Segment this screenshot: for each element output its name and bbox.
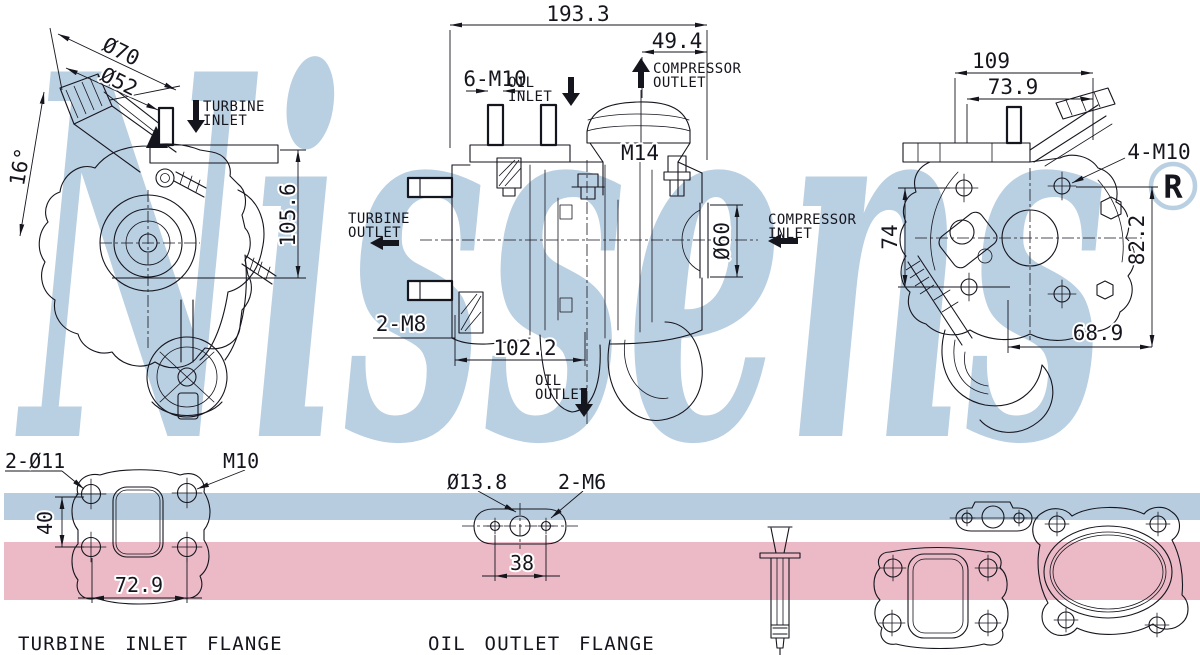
oil-feed-fitting bbox=[759, 526, 801, 655]
turbine-gasket-rect bbox=[873, 546, 1009, 650]
dim-overall-width-193-3: 193.3 bbox=[546, 2, 609, 26]
right-view-dimensions bbox=[898, 70, 1158, 353]
dim-bolt-thread-4-m10: 4-M10 bbox=[1127, 140, 1190, 164]
dim-bottom-studs-2-m8: 2-M8 bbox=[376, 312, 427, 336]
compressor-gasket-oval bbox=[1032, 506, 1189, 638]
caption-oil-outlet-flange: OIL OUTLET FLANGE bbox=[428, 633, 655, 655]
right-view-line-art bbox=[899, 87, 1142, 433]
label-compressor-inlet-line1: COMPRESSOR bbox=[768, 212, 856, 228]
registered-trademark-icon: R bbox=[1148, 161, 1198, 211]
label-turbine-inlet-line2: INLET bbox=[203, 113, 247, 129]
label-oil-outlet-line2: OUTLET bbox=[535, 387, 588, 403]
nissens-watermark: Nissens R bbox=[14, 0, 1198, 554]
dim-hole-offset-68-9: 68.9 bbox=[1073, 321, 1124, 345]
compressor-inlet-arrow-icon bbox=[768, 234, 798, 248]
dim-outlet-offset-49-4: 49.4 bbox=[652, 29, 703, 53]
label-oil-inlet-line1: OIL bbox=[508, 75, 535, 91]
registered-trademark-letter: R bbox=[1163, 168, 1183, 206]
compressor-outlet-arrow-icon bbox=[632, 58, 650, 88]
left-view-dimensions bbox=[19, 27, 399, 279]
dim-hole-spacing-72-9: 72.9 bbox=[115, 573, 163, 597]
dim-hole-spacing-74: 74 bbox=[878, 224, 902, 249]
oil-outlet-arrow-icon bbox=[575, 388, 593, 417]
dim-inlet-diameter-60: Ø60 bbox=[710, 222, 734, 260]
watermark-brand-text: Nissens bbox=[14, 0, 1107, 554]
dim-hole-spacing-38: 38 bbox=[510, 551, 534, 575]
dim-studs-6-m10: 6-M10 bbox=[463, 67, 526, 91]
turbine-inlet-flange-view bbox=[5, 469, 246, 605]
oil-inlet-arrow-icon bbox=[562, 77, 580, 106]
label-oil-inlet-line2: INLET bbox=[508, 89, 552, 105]
dim-overall-width-109: 109 bbox=[972, 49, 1010, 73]
dim-thread-m10: M10 bbox=[223, 449, 259, 473]
pink-band bbox=[4, 542, 1200, 600]
blue-band bbox=[4, 493, 1200, 520]
label-compressor-inlet-line2: INLET bbox=[768, 226, 812, 242]
label-turbine-outlet-line1: TURBINE bbox=[348, 211, 410, 227]
dim-stud-offset-73-9: 73.9 bbox=[988, 75, 1039, 99]
dim-flange-length-102-2: 102.2 bbox=[493, 336, 556, 360]
dim-thread-m14: M14 bbox=[621, 141, 659, 165]
dim-hole-spacing-40: 40 bbox=[33, 511, 57, 535]
center-view-line-art bbox=[406, 101, 758, 425]
oil-outlet-flange-view bbox=[462, 490, 584, 581]
dim-holes-2-d11: 2-Ø11 bbox=[5, 449, 65, 473]
turbine-outlet-arrow-icon bbox=[370, 236, 399, 250]
label-oil-outlet-line1: OIL bbox=[535, 373, 562, 389]
label-turbine-inlet-line1: TURBINE bbox=[203, 99, 265, 115]
dim-height-82-2: 82.2 bbox=[1125, 215, 1149, 266]
caption-turbine-inlet-flange: TURBINE INLET FLANGE bbox=[18, 633, 283, 655]
dim-height-105-6: 105.6 bbox=[276, 183, 300, 246]
center-view-dimensions bbox=[373, 22, 798, 417]
label-turbine-outlet-line2: OUTLET bbox=[348, 225, 401, 241]
text-labels: Ø70 Ø52 16° TURBINE INLET 105.6 TURBINE … bbox=[3, 0, 1193, 655]
dim-thread-2-m6: 2-M6 bbox=[558, 470, 606, 494]
oil-gasket-small bbox=[949, 501, 1039, 532]
turbine-inlet-arrow-icon bbox=[187, 100, 205, 133]
label-compressor-outlet-line2: OUTLET bbox=[653, 75, 706, 91]
label-compressor-outlet-line1: COMPRESSOR bbox=[653, 61, 741, 77]
dim-center-diameter-13-8: Ø13.8 bbox=[447, 470, 507, 494]
